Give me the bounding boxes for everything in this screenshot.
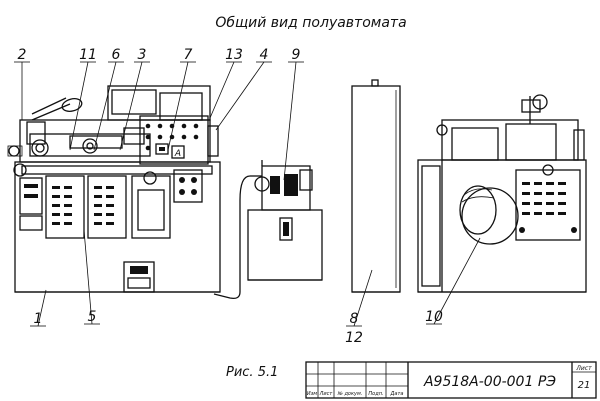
side-vent-slots: [522, 182, 566, 215]
callout-12: 12: [345, 330, 363, 346]
sheet-label: Лист: [575, 365, 592, 372]
callout-numbers: 2 11 6 3 7 13 4 9 1 5 8 12 10: [18, 47, 443, 346]
callout-5: 5: [88, 309, 97, 325]
hydraulic-unit: [213, 160, 323, 300]
title-block: Изм Лист № докум. Подп. Дата А9518А-00-0…: [305, 361, 597, 399]
callout-3: 3: [138, 47, 147, 63]
callout-13: 13: [225, 47, 243, 63]
callout-1: 1: [34, 311, 43, 327]
callout-4: 4: [260, 47, 269, 63]
col-date: Дата: [390, 391, 404, 397]
sheet-number: 21: [578, 380, 591, 391]
document-number: А9518А-00-001 РЭ: [423, 374, 556, 390]
callout-10: 10: [425, 309, 443, 325]
callout-11: 11: [79, 47, 97, 63]
control-panel-buttons: [145, 123, 199, 155]
col-list: Лист: [319, 391, 334, 397]
col-sign: Подп.: [368, 391, 383, 397]
col-doc: № докум.: [337, 391, 363, 397]
callout-9: 9: [292, 47, 301, 63]
machine-front-view: А: [7, 85, 221, 293]
callout-2: 2: [18, 47, 27, 63]
electric-cabinet: [351, 79, 401, 293]
vent-slots: [52, 186, 114, 225]
panel-letter: А: [174, 149, 181, 159]
callout-8: 8: [350, 311, 359, 327]
leader-lines: [14, 61, 481, 327]
machine-side-view: [417, 94, 587, 293]
callout-6: 6: [112, 47, 121, 63]
col-izm: Изм: [307, 391, 317, 397]
drawing-title: Общий вид полуавтомата: [215, 15, 406, 31]
figure-caption: Рис. 5.1: [226, 365, 278, 380]
callout-7: 7: [184, 47, 193, 63]
